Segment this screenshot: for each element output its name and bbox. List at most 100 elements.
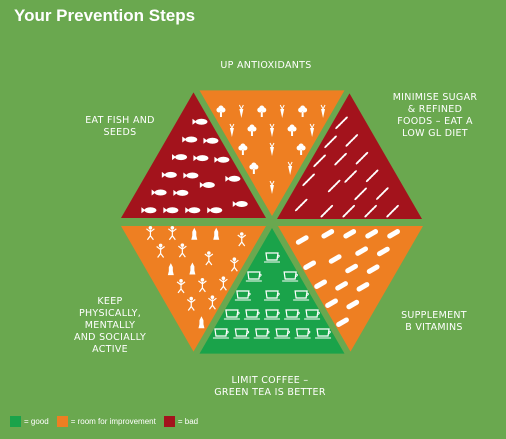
pill-icon	[356, 282, 370, 292]
person-icon	[207, 251, 211, 255]
cup-icon	[214, 328, 228, 337]
page-title: Your Prevention Steps	[14, 6, 196, 25]
fish-tail	[172, 154, 177, 161]
person-icon	[189, 296, 194, 301]
label-line: FOODS – EAT A	[397, 116, 473, 127]
wheat-grain	[351, 205, 355, 209]
wheat-grain	[395, 205, 399, 209]
cup-handle	[296, 311, 300, 316]
cup-icon	[225, 309, 239, 318]
wheat-grain	[364, 152, 369, 156]
broccoli-stem	[291, 131, 294, 136]
legend-item-bad: = bad	[163, 416, 199, 427]
cup-handle	[225, 330, 229, 335]
pill-icon	[387, 229, 400, 239]
carrot-leaf	[229, 123, 235, 129]
cup-icon	[247, 271, 261, 280]
broccoli-stem	[219, 112, 222, 117]
fish-icon	[185, 136, 198, 143]
label-line: PHYSICALLY,	[78, 308, 142, 319]
legend-swatch-good	[10, 416, 21, 427]
legend-text-good: = good	[24, 417, 49, 426]
chess-piece-icon	[213, 227, 220, 240]
fish-icon	[175, 154, 188, 161]
fish-icon	[206, 137, 219, 144]
carrot-leaf	[287, 161, 293, 167]
label-limit-coffee: LIMIT COFFEE –GREEN TEA IS BETTER	[200, 375, 340, 399]
label-line: LIMIT COFFEE –	[231, 375, 309, 386]
broccoli-floret	[218, 105, 224, 111]
fish-icon	[186, 172, 199, 179]
fish-tail	[185, 207, 190, 214]
segment-active	[121, 225, 266, 352]
broccoli-stem	[301, 112, 304, 117]
legend-swatch-room-for-improvement	[56, 416, 68, 427]
cup-handle	[256, 311, 260, 316]
fish-icon	[210, 207, 223, 214]
legend-text-bad: = bad	[177, 417, 199, 426]
cup-handle	[246, 330, 250, 335]
wheat-grain	[336, 179, 341, 184]
fish-icon	[196, 155, 209, 162]
fish-icon	[154, 189, 167, 196]
pill-icon	[366, 264, 380, 274]
person-body	[178, 245, 187, 258]
carrot-leaf	[238, 104, 244, 110]
cup-icon	[295, 328, 310, 337]
cup-handle	[236, 311, 240, 316]
broccoli-floret	[259, 105, 265, 111]
carrot-icon	[270, 128, 274, 137]
label-line: UP ANTIOXIDANTS	[220, 60, 312, 71]
carrot-leaf	[309, 123, 315, 129]
fish-tail	[193, 155, 198, 162]
fish-tail	[173, 189, 178, 196]
pill-icon	[355, 246, 369, 256]
person-body	[156, 245, 165, 258]
broccoli-stem	[252, 169, 255, 174]
segment-sugar-wedge	[277, 93, 422, 219]
fish-icon	[228, 175, 241, 182]
person-body	[230, 259, 239, 272]
pill-icon	[303, 260, 317, 270]
broccoli-stem	[250, 131, 253, 136]
person-icon	[232, 257, 237, 262]
cup-handle	[276, 292, 280, 297]
pill-icon	[365, 229, 379, 239]
wheat-grain	[311, 173, 315, 178]
fish-icon	[144, 207, 157, 214]
pill-icon	[346, 299, 360, 310]
person-icon	[180, 243, 185, 247]
fish-tail	[141, 207, 146, 214]
label-line: AND SOCIALLY	[73, 332, 147, 343]
person-icon	[239, 232, 244, 236]
fish-icon	[217, 156, 230, 163]
person-body	[198, 280, 207, 293]
pill-icon	[345, 263, 359, 274]
segment-fish-wedge	[121, 92, 266, 218]
fish-tail	[151, 189, 156, 196]
wheat-grain	[303, 198, 308, 203]
wheat-grain	[344, 116, 348, 121]
legend-item-room-for-improvement: = room for improvement	[56, 416, 156, 427]
carrot-icon	[280, 109, 285, 118]
person-icon	[200, 278, 205, 282]
fish-tail	[232, 201, 237, 207]
fish-icon	[195, 118, 208, 125]
cup-icon	[305, 309, 319, 318]
person-icon	[158, 243, 163, 248]
wheat-grain	[329, 205, 333, 209]
carrot-icon	[288, 166, 293, 175]
legend: = good = room for improvement = bad	[10, 416, 206, 427]
person-icon	[179, 279, 183, 283]
fish-icon	[164, 171, 177, 178]
pill-icon	[295, 235, 309, 245]
legend-swatch-bad	[163, 416, 175, 427]
pill-icon	[335, 281, 348, 291]
wheat-grain	[374, 169, 379, 174]
cup-icon	[245, 309, 259, 318]
fish-tail	[163, 207, 168, 214]
label-line: MENTALLY	[84, 320, 136, 331]
person-icon	[148, 225, 153, 230]
